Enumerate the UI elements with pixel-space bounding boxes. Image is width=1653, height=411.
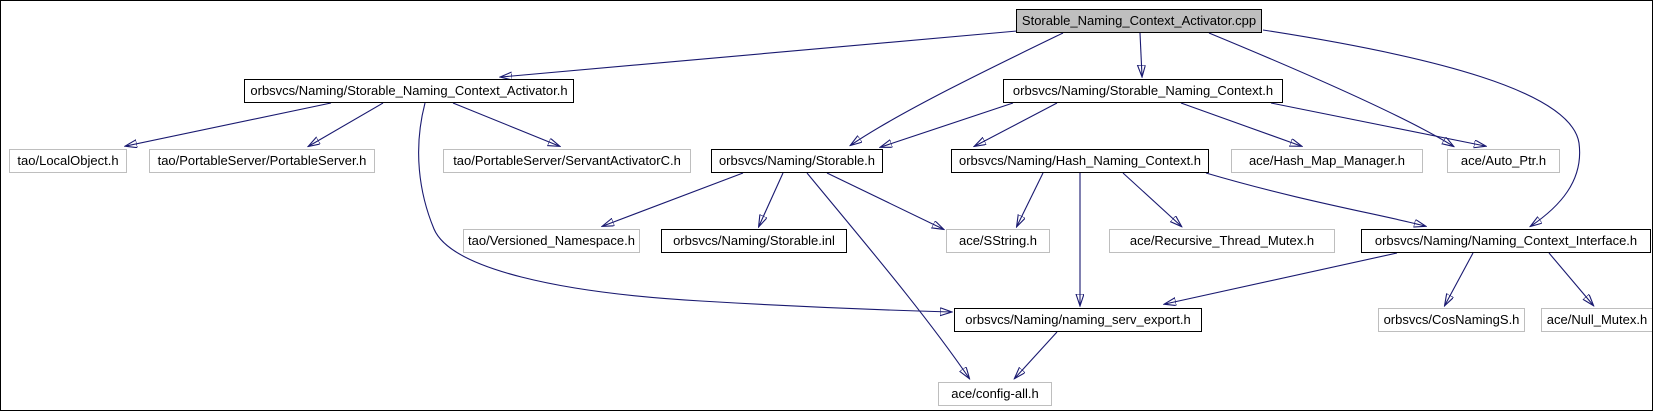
- node-ace-config-all-h: ace/config-all.h: [938, 382, 1052, 406]
- edge-naming-serv-export-to-config-all: [1015, 331, 1058, 378]
- edge-nci-to-null-mutex: [1548, 252, 1593, 305]
- edge-storable-h-to-storable-inl: [759, 172, 784, 226]
- node-hash-naming-context-h[interactable]: orbsvcs/Naming/Hash_Naming_Context.h: [951, 149, 1209, 173]
- node-ace-auto-ptr-h: ace/Auto_Ptr.h: [1447, 149, 1560, 173]
- edge-hash-naming-to-nci: [1205, 172, 1425, 226]
- edge-nci-to-naming-serv-export: [1165, 252, 1398, 304]
- edge-activator-h-to-servant-activator: [452, 102, 559, 146]
- edge-activator-h-to-naming-serv-export: [418, 102, 951, 312]
- node-storable-naming-context-activator-cpp: Storable_Naming_Context_Activator.cpp: [1016, 9, 1262, 33]
- node-tao-versioned-namespace-h: tao/Versioned_Namespace.h: [463, 229, 640, 253]
- node-naming-context-interface-h[interactable]: orbsvcs/Naming/Naming_Context_Interface.…: [1361, 229, 1651, 253]
- edge-storable-h-to-sstring: [826, 172, 943, 229]
- node-storable-h[interactable]: orbsvcs/Naming/Storable.h: [711, 149, 883, 173]
- edge-hash-naming-to-recursive-mutex: [1122, 172, 1181, 226]
- edge-cpp-to-storable-h: [851, 32, 1064, 145]
- node-orbsvcs-cosnamings-h: orbsvcs/CosNamingS.h: [1378, 308, 1525, 332]
- node-tao-servantactivatorc-h: tao/PortableServer/ServantActivatorC.h: [443, 149, 691, 173]
- edge-cpp-to-auto-ptr: [1208, 32, 1453, 146]
- edge-snc-h-to-hash-map-mgr: [1180, 102, 1301, 146]
- node-ace-null-mutex-h: ace/Null_Mutex.h: [1541, 308, 1652, 332]
- edge-activator-h-to-local-object: [126, 102, 332, 146]
- edge-cpp-to-snc-h: [1140, 32, 1142, 76]
- edge-storable-h-to-versioned-ns: [603, 172, 744, 226]
- node-tao-localobject-h: tao/LocalObject.h: [9, 149, 127, 173]
- node-naming-serv-export-h[interactable]: orbsvcs/Naming/naming_serv_export.h: [954, 308, 1202, 332]
- edge-snc-h-to-storable-h: [881, 102, 1014, 147]
- node-ace-sstring-h: ace/SString.h: [946, 229, 1050, 253]
- edge-hash-naming-to-sstring: [1017, 172, 1044, 226]
- node-ace-recursive-thread-mutex-h: ace/Recursive_Thread_Mutex.h: [1109, 229, 1335, 253]
- edge-snc-h-to-hash-naming: [975, 102, 1058, 146]
- node-storable-naming-context-h[interactable]: orbsvcs/Naming/Storable_Naming_Context.h: [1003, 79, 1283, 103]
- edge-cpp-to-nci: [1262, 29, 1581, 226]
- edge-activator-h-to-portable-server: [309, 102, 384, 146]
- node-storable-naming-context-activator-h[interactable]: orbsvcs/Naming/Storable_Naming_Context_A…: [244, 79, 574, 103]
- edge-nci-to-cosnaming-s: [1445, 252, 1474, 305]
- edge-snc-h-to-auto-ptr: [1270, 102, 1485, 146]
- edge-storable-h-to-config-all: [806, 172, 969, 378]
- node-storable-inl[interactable]: orbsvcs/Naming/Storable.inl: [661, 229, 847, 253]
- node-tao-portableserver-h: tao/PortableServer/PortableServer.h: [149, 149, 375, 173]
- node-ace-hash-map-manager-h: ace/Hash_Map_Manager.h: [1231, 149, 1423, 173]
- edge-cpp-to-activator-h: [501, 30, 1018, 77]
